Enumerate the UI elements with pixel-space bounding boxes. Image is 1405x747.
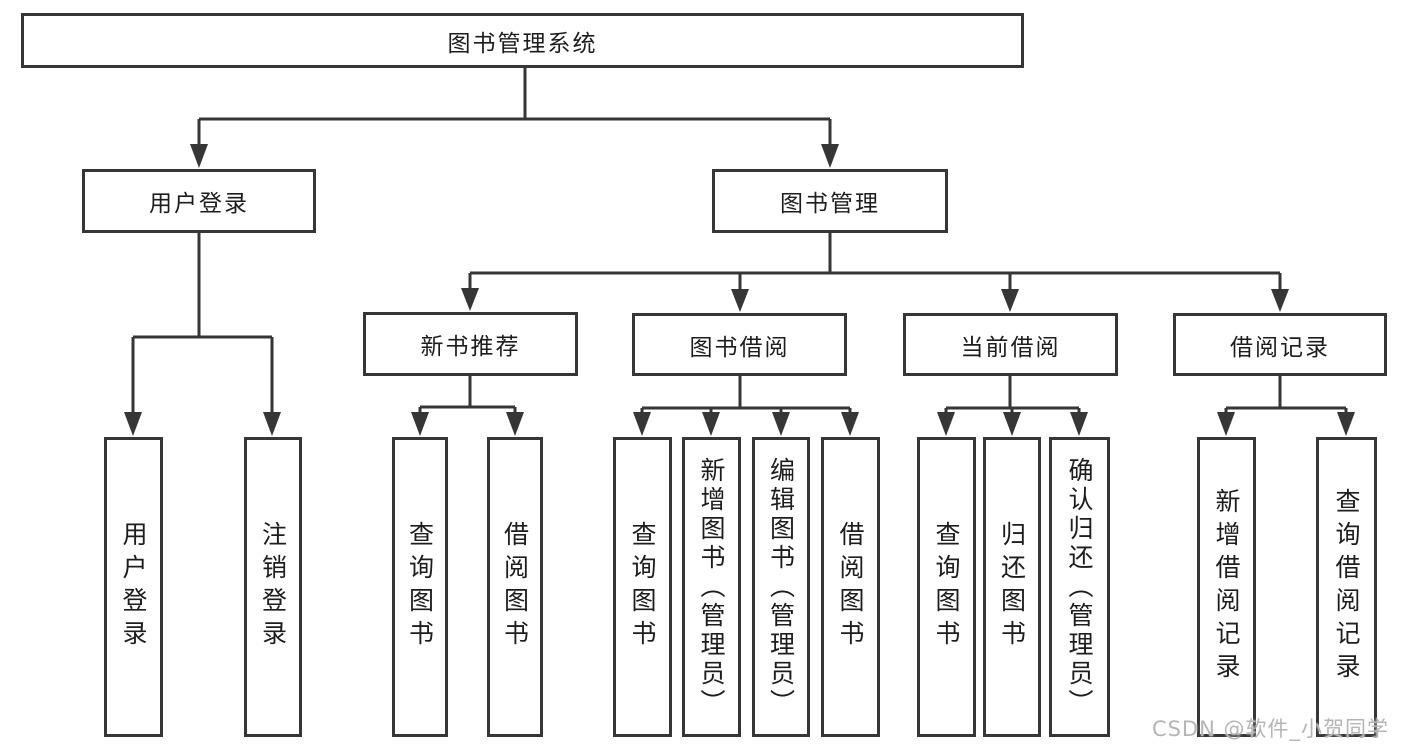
arrowhead-icon [263, 412, 281, 436]
leaf-user-login: 用户登录 [104, 437, 163, 737]
arrowhead-icon [1070, 412, 1088, 436]
arrowhead-icon [1217, 412, 1235, 436]
connector-root-to-level2 [190, 68, 839, 168]
csdn-watermark: CSDN @软件_小贺同学 [1151, 717, 1389, 741]
node-label: 确认归还（管理员） [1065, 456, 1094, 718]
connector-new-book-recommend-children [411, 376, 524, 436]
leaf-recommend-query-books: 查询图书 [392, 437, 448, 737]
connector-user-login-children [124, 233, 281, 436]
node-library-management-system: 图书管理系统 [21, 13, 1024, 68]
arrowhead-icon [731, 289, 749, 312]
leaf-records-query-borrow-record: 查询借阅记录 [1316, 437, 1377, 737]
leaf-borrowing-edit-books-admin: 编辑图书（管理员） [752, 437, 810, 737]
node-label: 查询图书 [628, 521, 657, 653]
node-book-management: 图书管理 [712, 169, 948, 233]
node-label: 新增借阅记录 [1212, 488, 1241, 686]
node-label: 图书借阅 [689, 334, 790, 361]
node-user-login: 用户登录 [82, 169, 316, 233]
node-label: 查询图书 [405, 521, 435, 653]
node-label: 当前借阅 [960, 334, 1061, 361]
leaf-current-query-books: 查询图书 [917, 437, 976, 737]
arrowhead-icon [1337, 412, 1355, 436]
connector-book-borrowing-children [633, 376, 859, 436]
node-label: 注销登录 [258, 521, 288, 653]
node-label: 归还图书 [997, 521, 1027, 653]
node-label: 用户登录 [119, 521, 148, 653]
connector-current-borrowing-children [937, 376, 1088, 436]
node-label: 图书管理 [780, 191, 880, 217]
leaf-borrowing-borrow-books: 借阅图书 [821, 437, 880, 737]
leaf-borrowing-add-books-admin: 新增图书（管理员） [682, 437, 741, 737]
arrowhead-icon [124, 412, 142, 436]
arrowhead-icon [821, 144, 839, 168]
arrowhead-icon [702, 412, 720, 436]
node-label: 借阅图书 [500, 521, 530, 653]
arrowhead-icon [1003, 412, 1021, 436]
connector-borrow-records-children [1217, 376, 1355, 436]
arrowhead-icon [411, 412, 429, 436]
node-new-book-recommend: 新书推荐 [363, 312, 578, 376]
node-label: 新增图书（管理员） [697, 456, 726, 718]
leaf-current-return-books: 归还图书 [983, 437, 1041, 737]
arrowhead-icon [772, 412, 790, 436]
node-label: 查询图书 [932, 521, 961, 653]
node-label: 查询借阅记录 [1332, 488, 1361, 686]
arrowhead-icon [1271, 289, 1289, 312]
connector-book-management-children [461, 233, 1289, 312]
arrowhead-icon [937, 412, 955, 436]
node-label: 借阅图书 [836, 521, 865, 653]
node-borrow-records: 借阅记录 [1173, 313, 1387, 376]
node-label: 用户登录 [149, 191, 249, 217]
node-label: 新书推荐 [420, 334, 521, 360]
arrowhead-icon [841, 412, 859, 436]
leaf-current-confirm-return-admin: 确认归还（管理员） [1049, 437, 1110, 737]
arrowhead-icon [633, 412, 651, 436]
node-book-borrowing: 图书借阅 [632, 313, 847, 376]
node-label: 编辑图书（管理员） [766, 456, 796, 718]
node-label: 图书管理系统 [447, 30, 598, 57]
node-label: 借阅记录 [1230, 334, 1330, 361]
arrowhead-icon [506, 412, 524, 436]
leaf-borrowing-query-books: 查询图书 [613, 437, 672, 737]
leaf-logout-login: 注销登录 [244, 437, 302, 737]
arrowhead-icon [190, 144, 208, 168]
node-current-borrowing: 当前借阅 [903, 313, 1118, 376]
leaf-records-add-borrow-record: 新增借阅记录 [1197, 437, 1256, 737]
arrowhead-icon [1001, 289, 1019, 312]
leaf-recommend-borrow-books: 借阅图书 [487, 437, 543, 737]
arrowhead-icon [461, 288, 479, 311]
